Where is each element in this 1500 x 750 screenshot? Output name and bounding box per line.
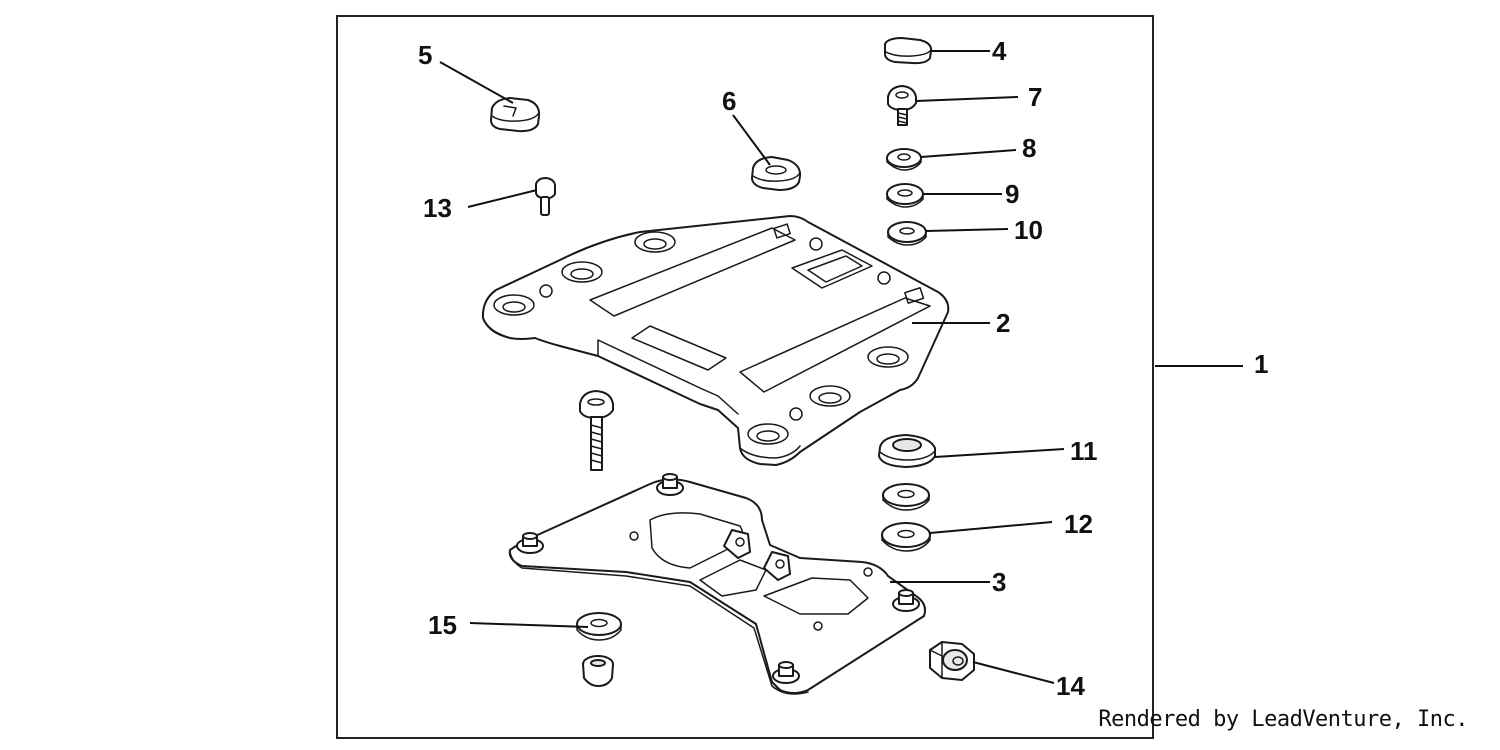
- kit-frame: [336, 15, 1154, 739]
- leader-15: [469, 622, 589, 628]
- part-13-pin: [535, 177, 556, 216]
- callout-5: 5: [418, 40, 432, 70]
- callout-4: 4: [992, 36, 1007, 66]
- part-6-grommet: [751, 156, 802, 191]
- part-10-washer: [887, 221, 927, 246]
- callout-11: 11: [1070, 436, 1098, 466]
- callout-2: 2: [996, 308, 1010, 338]
- leader-6: [732, 114, 771, 166]
- callout-7: 7: [1028, 82, 1042, 112]
- callout-10: 10: [1014, 215, 1043, 245]
- callout-6: 6: [722, 86, 736, 116]
- leader-5: [439, 61, 514, 104]
- mounting-bolt: [579, 390, 614, 471]
- washer-middle: [882, 483, 930, 511]
- callout-15: 15: [428, 610, 457, 640]
- callout-1: 1: [1254, 349, 1268, 379]
- part-12-washer: [881, 522, 931, 552]
- callout-8: 8: [1022, 133, 1036, 163]
- part-11-grommet: [878, 434, 936, 468]
- leader-10: [925, 228, 1009, 232]
- callout-14: 14: [1056, 671, 1085, 701]
- part-5-clip: [490, 97, 541, 133]
- leader-8: [920, 149, 1017, 158]
- leader-11: [934, 448, 1065, 458]
- part-3-base-bracket: [508, 473, 926, 695]
- part-9-washer: [886, 183, 924, 208]
- callout-3: 3: [992, 567, 1006, 597]
- leader-7: [915, 96, 1019, 102]
- part-2-carrier-plate: [481, 215, 950, 466]
- leader-14: [972, 661, 1055, 684]
- part-4-cap: [884, 37, 933, 65]
- part-15-washer: [576, 612, 622, 641]
- leader-13: [467, 189, 538, 208]
- spacer: [582, 655, 614, 687]
- callout-12: 12: [1064, 509, 1093, 539]
- part-8-washer: [886, 148, 922, 171]
- part-14-nut: [929, 641, 975, 681]
- leader-12: [929, 521, 1053, 534]
- callout-9: 9: [1005, 179, 1019, 209]
- callout-13: 13: [423, 193, 452, 223]
- part-7-screw: [887, 85, 917, 126]
- render-credit: Rendered by LeadVenture, Inc.: [1098, 707, 1468, 732]
